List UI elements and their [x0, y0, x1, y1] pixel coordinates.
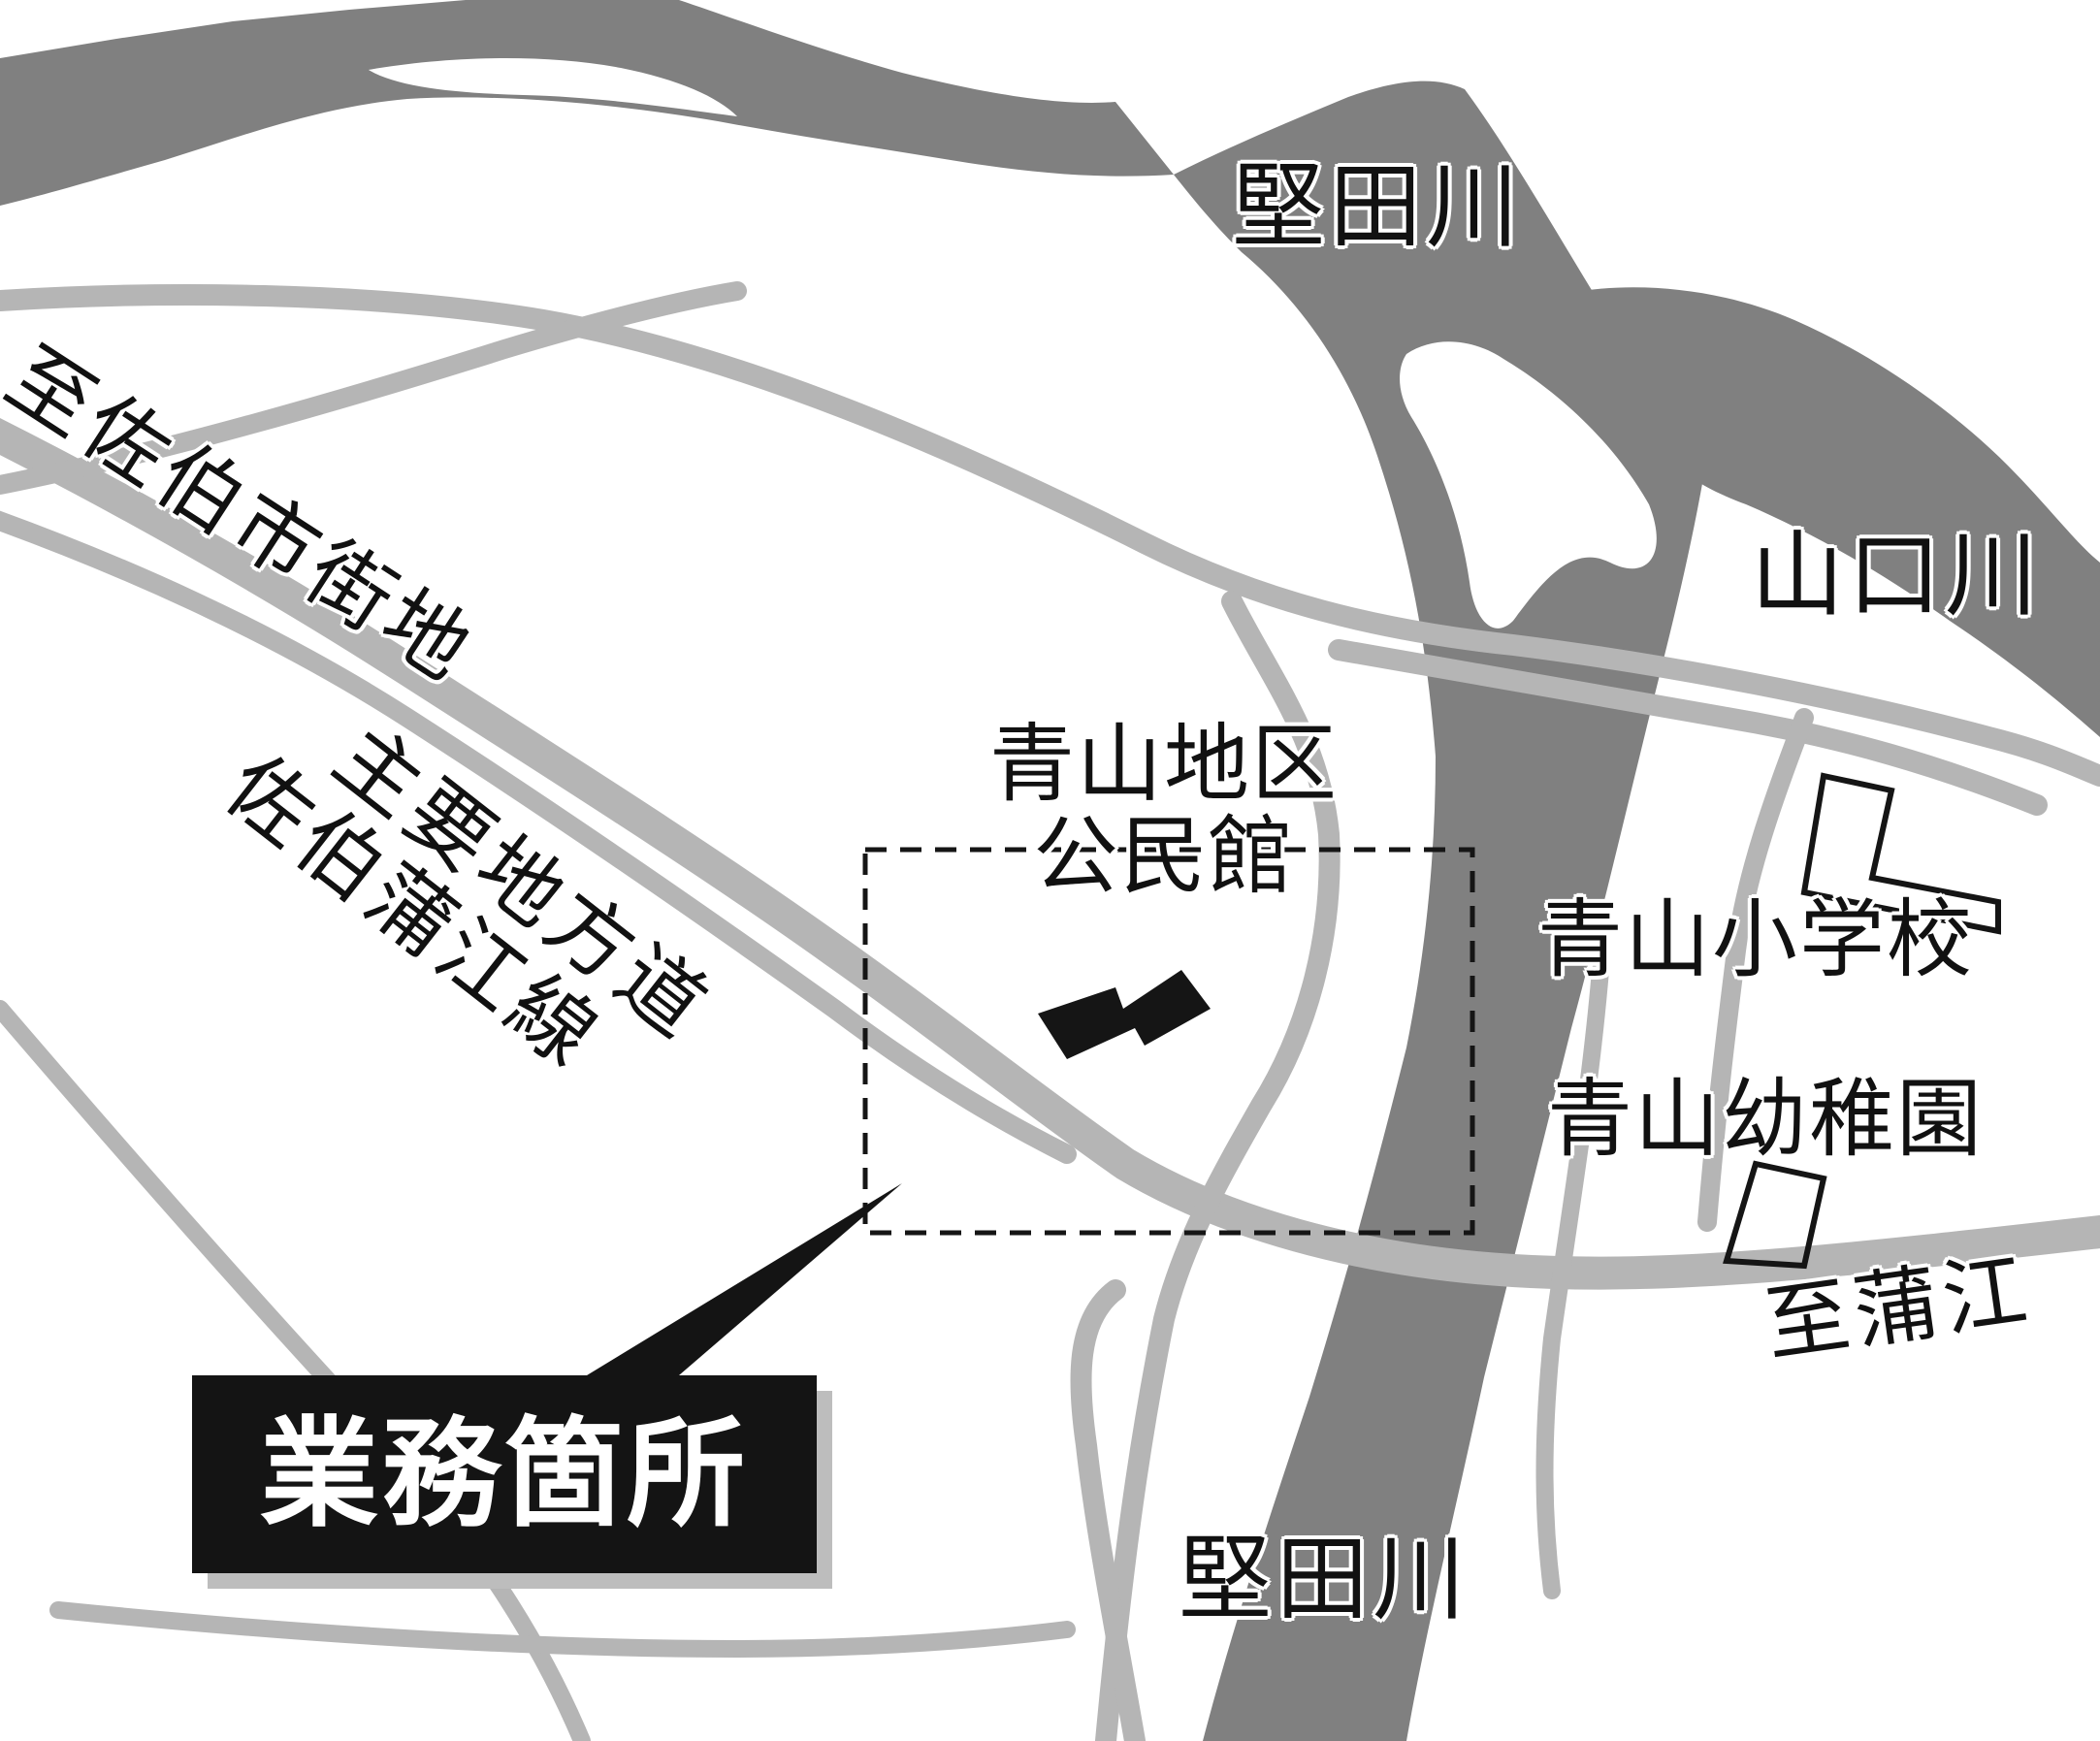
road-south-curve: [1070, 1279, 1146, 1741]
road-layer: [0, 281, 2100, 1741]
main-road-saiki-kamae: [0, 418, 2100, 1290]
road-top: [0, 284, 2100, 787]
callout-pointer: [587, 1183, 902, 1375]
road-left-diagonal: [0, 281, 747, 495]
community-center-line1: 青山地区: [988, 714, 1339, 814]
river-island: [1400, 341, 1657, 629]
road-upper-parallel: [0, 510, 1077, 1164]
river-label-yamaguchi: 山口川: [1751, 521, 2042, 629]
river-label-katata-upper: 堅田川: [1232, 152, 1523, 261]
yamaguchi-river: [1581, 287, 2100, 737]
facility-label-kindergarten: 青山幼稚園: [1547, 1069, 1985, 1169]
community-center-line2: 公民館: [1032, 806, 1295, 907]
river-label-katata-lower: 堅田川: [1179, 1525, 1470, 1633]
road-bridge: [1328, 639, 2048, 816]
school-outline: [1800, 772, 2001, 935]
estuary-sandbar: [369, 58, 737, 116]
road-right-lower: [1535, 961, 1609, 1599]
kindergarten-outline: [1723, 1160, 1827, 1270]
facility-label-elementary-school: 青山小学校: [1537, 889, 1975, 989]
road-center-south: [1095, 591, 1341, 1741]
work-site-callout: 業務箇所: [192, 1375, 817, 1573]
work-area-boundary: [862, 847, 1475, 1236]
facility-label-community-center: 青山地区 公民館: [960, 718, 1368, 902]
estuary-water: [0, 0, 1174, 206]
work-site-label: 業務箇所: [260, 1405, 749, 1543]
road-lower-diagonal: [49, 1601, 1076, 1658]
community-center-building: [1038, 970, 1211, 1059]
road-right-vertical: [1697, 708, 1814, 1232]
